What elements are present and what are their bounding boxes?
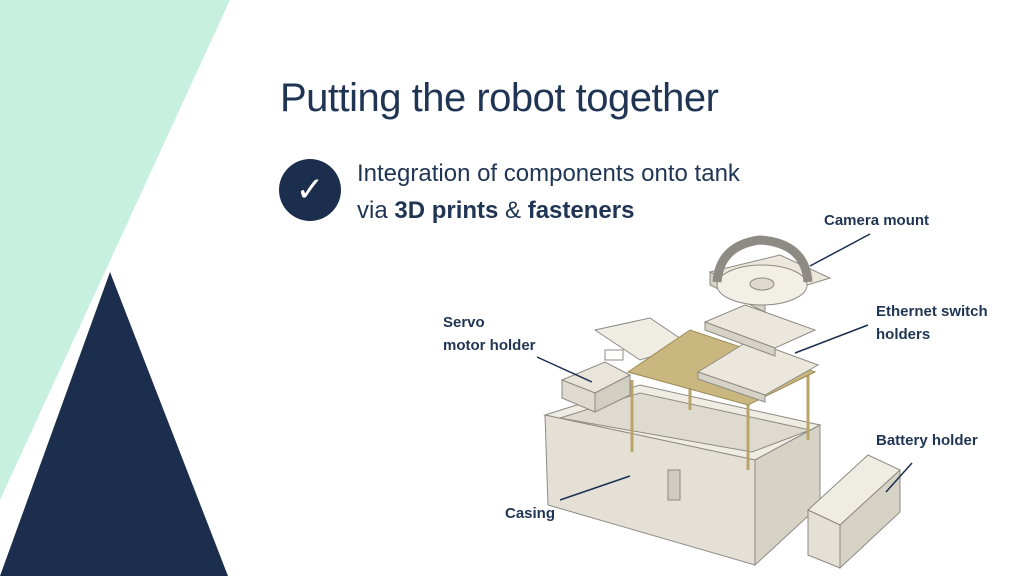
camera-mount-part (708, 235, 832, 313)
subtitle-line-1: Integration of components onto tank (357, 160, 740, 187)
battery-holder-part (807, 454, 901, 570)
label-camera-mount: Camera mount (824, 212, 930, 229)
subtitle-bold-3d-prints: 3D prints (394, 197, 499, 224)
subtitle: Integration of components onto tank via … (357, 155, 740, 229)
leader-lines (536, 233, 913, 501)
casing-part (543, 384, 822, 567)
label-battery-holder: Battery holder (876, 432, 978, 449)
checkmark-icon: ✓ (279, 159, 341, 221)
label-servo-motor-holder: Servo motor holder (443, 314, 536, 354)
navy-triangle (0, 272, 228, 576)
label-ethernet-switch-holders: Ethernet switch holders (876, 303, 988, 343)
label-casing: Casing (505, 505, 556, 522)
mint-triangle (0, 0, 230, 500)
ethernet-holder-part (696, 304, 820, 403)
page-title: Putting the robot together (280, 76, 719, 120)
subtitle-line-2: via 3D prints & fasteners (357, 197, 635, 224)
subtitle-bold-fasteners: fasteners (527, 197, 635, 224)
